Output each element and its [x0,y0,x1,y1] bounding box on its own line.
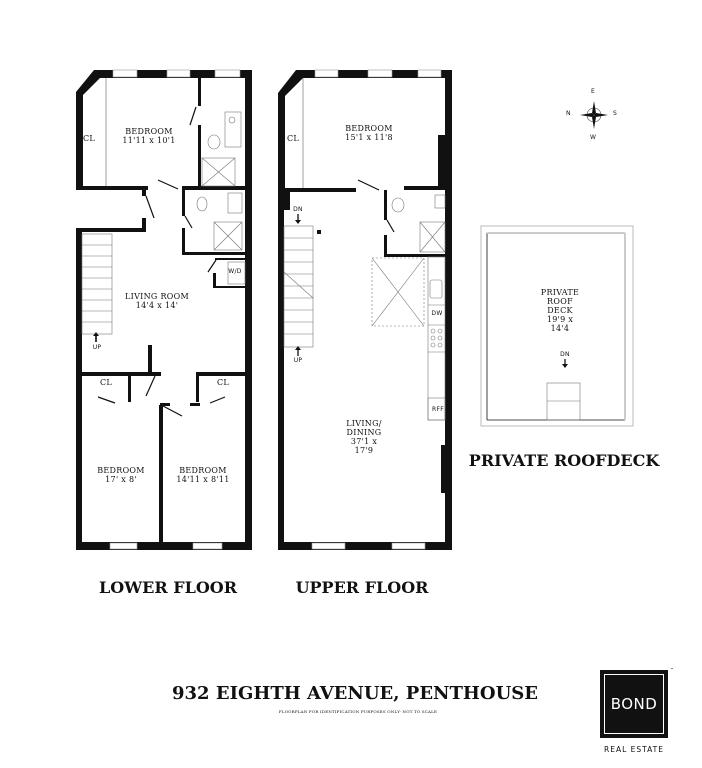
dishwasher-label: DW [431,310,443,317]
upper-floor-plan [278,70,452,550]
upper-floor-title: UPPER FLOOR [295,578,429,597]
refrigerator-label: RFF [432,406,444,413]
upper-floor-doors [302,78,395,233]
stairs-down-label: DN [560,351,570,358]
lower-floor-title: LOWER FLOOR [99,578,237,597]
lower-floor-plan [76,70,252,550]
disclaimer-text: FLOORPLAN FOR IDENTIFICATION PURPOSES ON… [278,709,438,714]
closet-label: CL [82,134,96,143]
property-title: 932 EIGHTH AVENUE, PENTHOUSE [172,683,538,704]
upper-floor-windows [311,69,442,550]
lower-floor-windows [109,69,241,550]
compass-west-label: W [590,134,596,141]
upper-floor-fixtures [283,194,446,421]
stairs-up-label: UP [92,344,102,351]
closet-label: CL [99,378,113,387]
compass-north-label: N [566,110,571,117]
logo-brand: BOND [604,674,664,734]
stairs-up-label: UP [293,357,303,364]
compass-south-label: S [613,110,617,117]
stairs-down-label: DN [293,206,303,213]
lower-floor-doors [97,78,226,417]
closet-label: CL [216,378,230,387]
roof-deck-title: PRIVATE ROOFDECK [468,451,660,470]
logo-subtitle: REAL ESTATE [603,745,665,754]
bond-logo: BOND [600,670,668,738]
stair-arrows [93,214,568,368]
roof-deck-plan [480,225,634,427]
trademark-symbol: ™ [670,667,674,672]
compass-icon [580,101,608,129]
compass-east-label: E [591,88,595,95]
closet-label: CL [286,134,300,143]
washer-dryer-label: W/D [228,268,242,275]
lower-floor-fixtures [81,111,246,342]
